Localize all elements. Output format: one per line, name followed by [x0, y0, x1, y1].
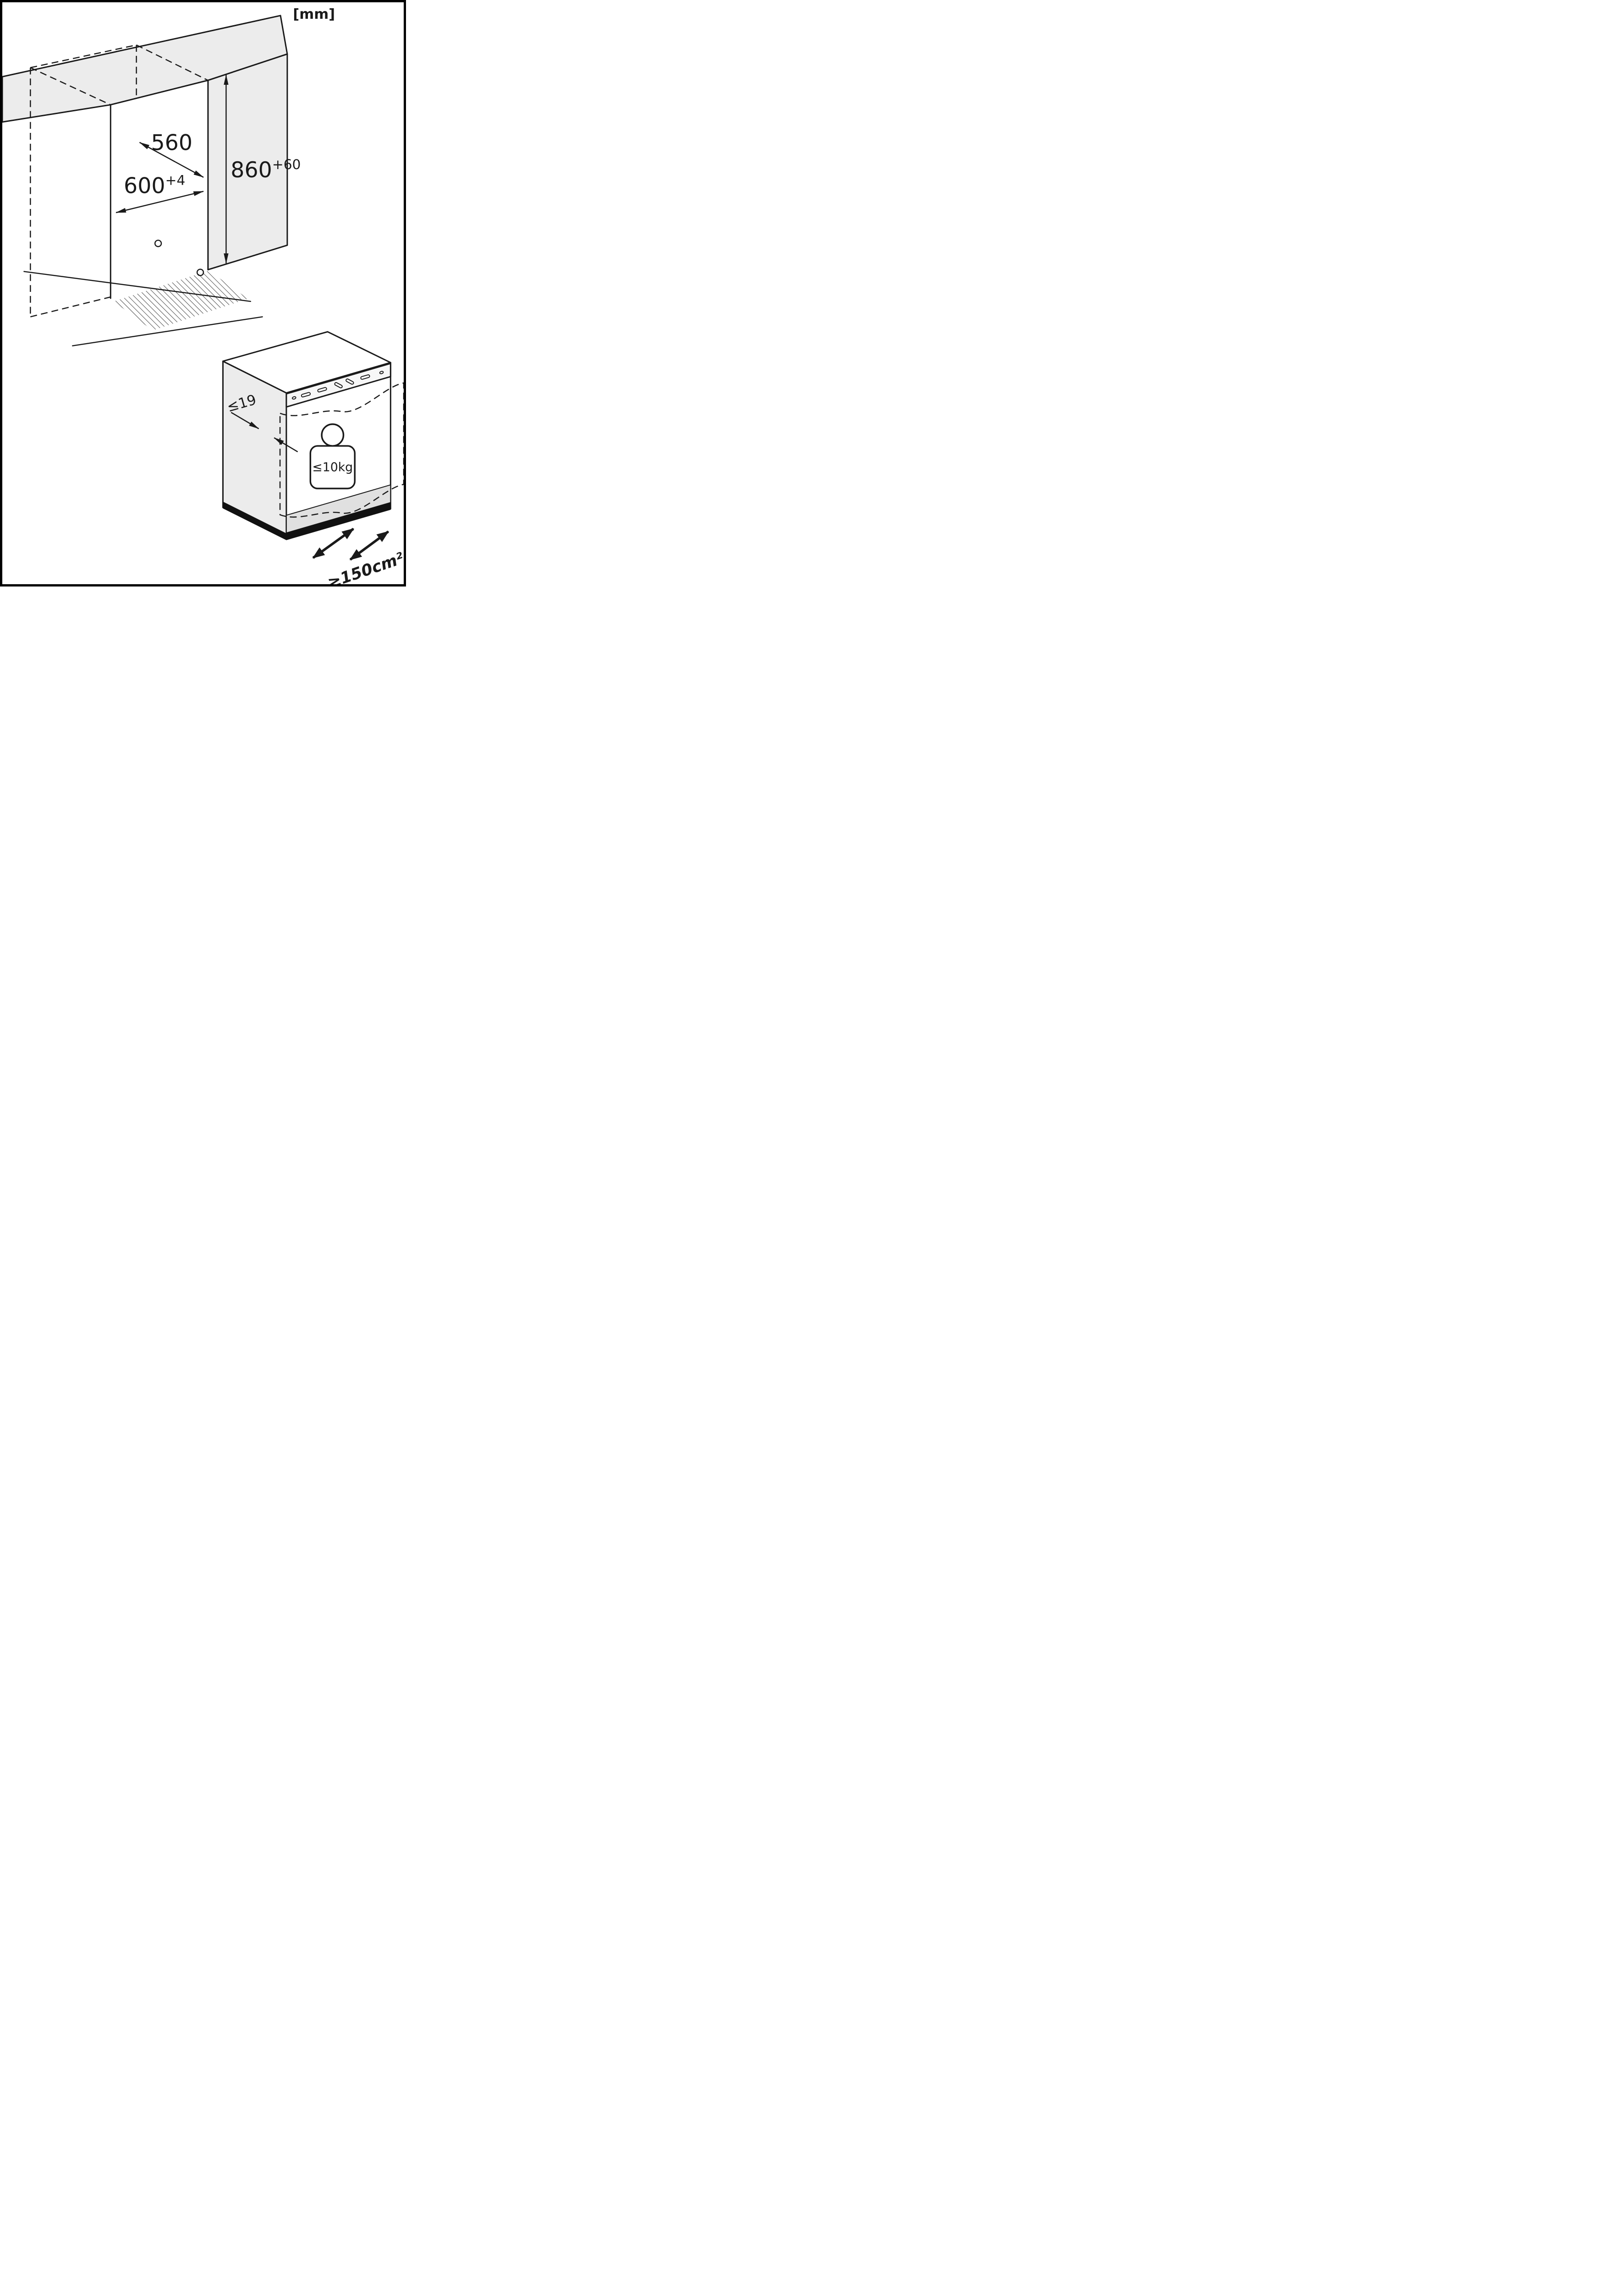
- mounting-rail: [285, 362, 391, 408]
- width-dimension-arrow: [115, 191, 204, 214]
- floor-lines: [23, 271, 263, 346]
- depth-dimension-arrow: [139, 142, 204, 178]
- niche-drawing: 560 600+4 860+60 [mm]: [2, 6, 335, 346]
- niche-depth-label: 560: [151, 131, 193, 156]
- weight-icon: [309, 423, 356, 489]
- niche-opening: [110, 80, 208, 298]
- airflow-arrow-1: [312, 527, 354, 559]
- max-weight-label: ≤10kg: [312, 460, 353, 475]
- base-strip-side: [223, 501, 286, 540]
- mounting-slots: [291, 371, 384, 400]
- niche-width-label: 600+4: [124, 172, 185, 199]
- floor-rollers: [154, 240, 204, 276]
- installation-diagram-page: 560 600+4 860+60 [mm]: [0, 0, 406, 586]
- ventilation-area-label: ≥150cm²: [325, 549, 404, 584]
- airflow-arrow-2: [349, 530, 390, 561]
- floor-hatching: [114, 270, 248, 331]
- unit-label: [mm]: [293, 6, 335, 22]
- niche-height-label: 860+60: [230, 156, 301, 183]
- appliance-drawing: ≤10kg ≤19 ≥150cm²: [222, 331, 404, 584]
- niche-opening-edges: [110, 79, 209, 299]
- ventilation-annotation: ≥150cm²: [312, 527, 404, 584]
- installation-diagram: 560 600+4 860+60 [mm]: [2, 6, 404, 584]
- furniture-panel-outline: [279, 382, 404, 518]
- hidden-cabinet-outline: [30, 44, 208, 318]
